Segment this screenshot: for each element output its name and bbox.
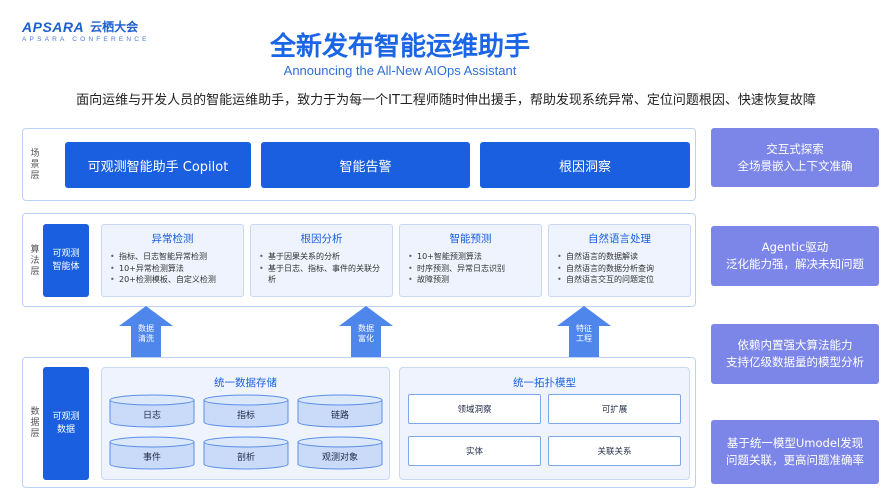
- logo-brand-cn: 云栖大会: [90, 20, 139, 34]
- list-item: 自然语言的数据分析查询: [557, 263, 682, 275]
- arrow-label: 数据: [358, 324, 374, 333]
- data-layer: 数据层 可观测 数据 统一数据存储 日志 指标 链路 事件 剖析 观测对象 统一…: [22, 357, 696, 488]
- up-arrow-icon: [557, 306, 611, 358]
- root-cause-insight-button[interactable]: 根因洞察: [480, 142, 690, 188]
- list-item: 20+检测模板、自定义检测: [110, 274, 235, 286]
- cylinder-label: 事件: [142, 453, 161, 463]
- side-feature-umodel: 基于统一模型Umodel发现 问题关联，更高问题准确率: [711, 420, 879, 484]
- list-item: 10+智能预测算法: [408, 251, 533, 263]
- unified-storage-group: 统一数据存储 日志 指标 链路 事件 剖析 观测对象: [101, 367, 390, 480]
- list-item: 自然语言的数据解读: [557, 251, 682, 263]
- logo-brand: APSARA: [22, 18, 85, 35]
- smart-prediction-card: 智能预测 10+智能预测算法 时序预测、异常日志识别 故障预测: [399, 224, 542, 297]
- anomaly-detection-card: 异常检测 指标、日志智能异常检测 10+异常检测算法 20+检测模板、自定义检测: [101, 224, 244, 297]
- observable-data-box: 可观测 数据: [43, 367, 89, 480]
- cylinder-icon: [297, 436, 383, 470]
- nlp-card: 自然语言处理 自然语言的数据解读 自然语言的数据分析查询 自然语言交互的问题定位: [548, 224, 691, 297]
- side-feature-algorithm: 依赖内置强大算法能力 支持亿级数据量的模型分析: [711, 324, 879, 384]
- storage-cylinder: 日志: [109, 394, 195, 428]
- cylinder-label: 剖析: [236, 453, 255, 463]
- list-item: 基于因果关系的分析: [259, 251, 384, 263]
- group-title: 统一拓扑模型: [513, 377, 576, 389]
- cylinder-icon: [203, 394, 289, 428]
- side-feature-line: 问题关联，更高问题准确率: [726, 453, 864, 467]
- side-feature-line: 交互式探索: [766, 141, 824, 156]
- list-item: 10+异常检测算法: [110, 263, 235, 275]
- storage-cylinder: 观测对象: [297, 436, 383, 470]
- data-layer-label: 数据层: [28, 406, 39, 439]
- page-title: 全新发布智能运维助手: [269, 32, 530, 62]
- cylinder-icon: [203, 436, 289, 470]
- storage-cylinder: 事件: [109, 436, 195, 470]
- data-enrichment-arrow: 数据富化: [339, 306, 393, 358]
- tagline: 面向运维与开发人员的智能运维助手，致力于为每一个IT工程师随时伸出援手，帮助发现…: [76, 93, 816, 108]
- copilot-button[interactable]: 可观测智能助手 Copilot: [65, 142, 251, 188]
- group-title: 统一数据存储: [214, 377, 277, 389]
- cylinder-icon: [109, 394, 195, 428]
- topology-item: 领域洞察: [408, 394, 541, 424]
- list-item: 指标、日志智能异常检测: [110, 251, 235, 263]
- arrow-label: 工程: [576, 334, 592, 344]
- side-feature-line: 全场景嵌入上下文准确: [737, 158, 853, 173]
- scene-layer-label: 场景层: [28, 148, 39, 181]
- topology-item: 关联关系: [548, 436, 681, 466]
- up-arrow-icon: [119, 306, 173, 358]
- arrow-label: 清洗: [138, 334, 154, 344]
- list-item: 故障预测: [408, 274, 533, 286]
- unified-topology-group: 统一拓扑模型 领域洞察 可扩展 实体 关联关系: [399, 367, 690, 480]
- feature-engineering-arrow: 特征工程: [557, 306, 611, 358]
- data-cleaning-arrow: 数据清洗: [119, 306, 173, 358]
- algo-card-title: 自然语言处理: [588, 233, 651, 245]
- observable-agent-box: 可观测 智能体: [43, 224, 89, 297]
- root-cause-analysis-card: 根因分析 基于因果关系的分析 基于日志、指标、事件的关联分析: [250, 224, 393, 297]
- cylinder-icon: [109, 436, 195, 470]
- algo-card-title: 根因分析: [300, 233, 343, 245]
- storage-cylinder: 指标: [203, 394, 289, 428]
- page-subtitle: Announcing the All-New AIOps Assistant: [283, 63, 517, 78]
- logo-sub: APSARA CONFERENCE: [22, 36, 150, 43]
- arrow-label: 富化: [358, 334, 374, 344]
- apsara-logo: APSARA 云栖大会 APSARA CONFERENCE: [22, 18, 150, 44]
- cylinder-label: 观测对象: [321, 453, 358, 463]
- list-item: 自然语言交互的问题定位: [557, 274, 682, 286]
- topology-item: 实体: [408, 436, 541, 466]
- cylinder-label: 日志: [142, 411, 161, 421]
- cylinder-label: 指标: [236, 411, 255, 421]
- side-feature-line: 基于统一模型Umodel发现: [726, 436, 864, 451]
- side-feature-agentic: Agentic驱动 泛化能力强，解决未知问题: [711, 226, 879, 286]
- algorithm-layer-label: 算法层: [28, 243, 39, 277]
- smart-alert-button[interactable]: 智能告警: [261, 142, 470, 188]
- side-feature-line: Agentic驱动: [761, 240, 829, 255]
- side-feature-line: 支持亿级数据量的模型分析: [726, 355, 864, 369]
- side-feature-line: 依赖内置强大算法能力: [737, 338, 853, 353]
- arrow-label: 特征: [576, 324, 592, 333]
- storage-cylinder: 链路: [297, 394, 383, 428]
- algo-card-title: 异常检测: [151, 233, 194, 245]
- list-item: 基于日志、指标、事件的关联分析: [259, 263, 384, 286]
- storage-cylinder: 剖析: [203, 436, 289, 470]
- topology-item: 可扩展: [548, 394, 681, 424]
- up-arrow-icon: [339, 306, 393, 358]
- list-item: 时序预测、异常日志识别: [408, 263, 533, 275]
- side-feature-interactive: 交互式探索 全场景嵌入上下文准确: [711, 128, 879, 187]
- side-feature-line: 泛化能力强，解决未知问题: [726, 257, 864, 271]
- arrow-label: 数据: [138, 324, 154, 333]
- scene-layer: 场景层 可观测智能助手 Copilot 智能告警 根因洞察: [22, 128, 696, 201]
- cylinder-icon: [297, 394, 383, 428]
- algorithm-layer: 算法层 可观测 智能体 异常检测 指标、日志智能异常检测 10+异常检测算法 2…: [22, 213, 696, 307]
- cylinder-label: 链路: [330, 411, 349, 421]
- algo-card-title: 智能预测: [449, 233, 492, 245]
